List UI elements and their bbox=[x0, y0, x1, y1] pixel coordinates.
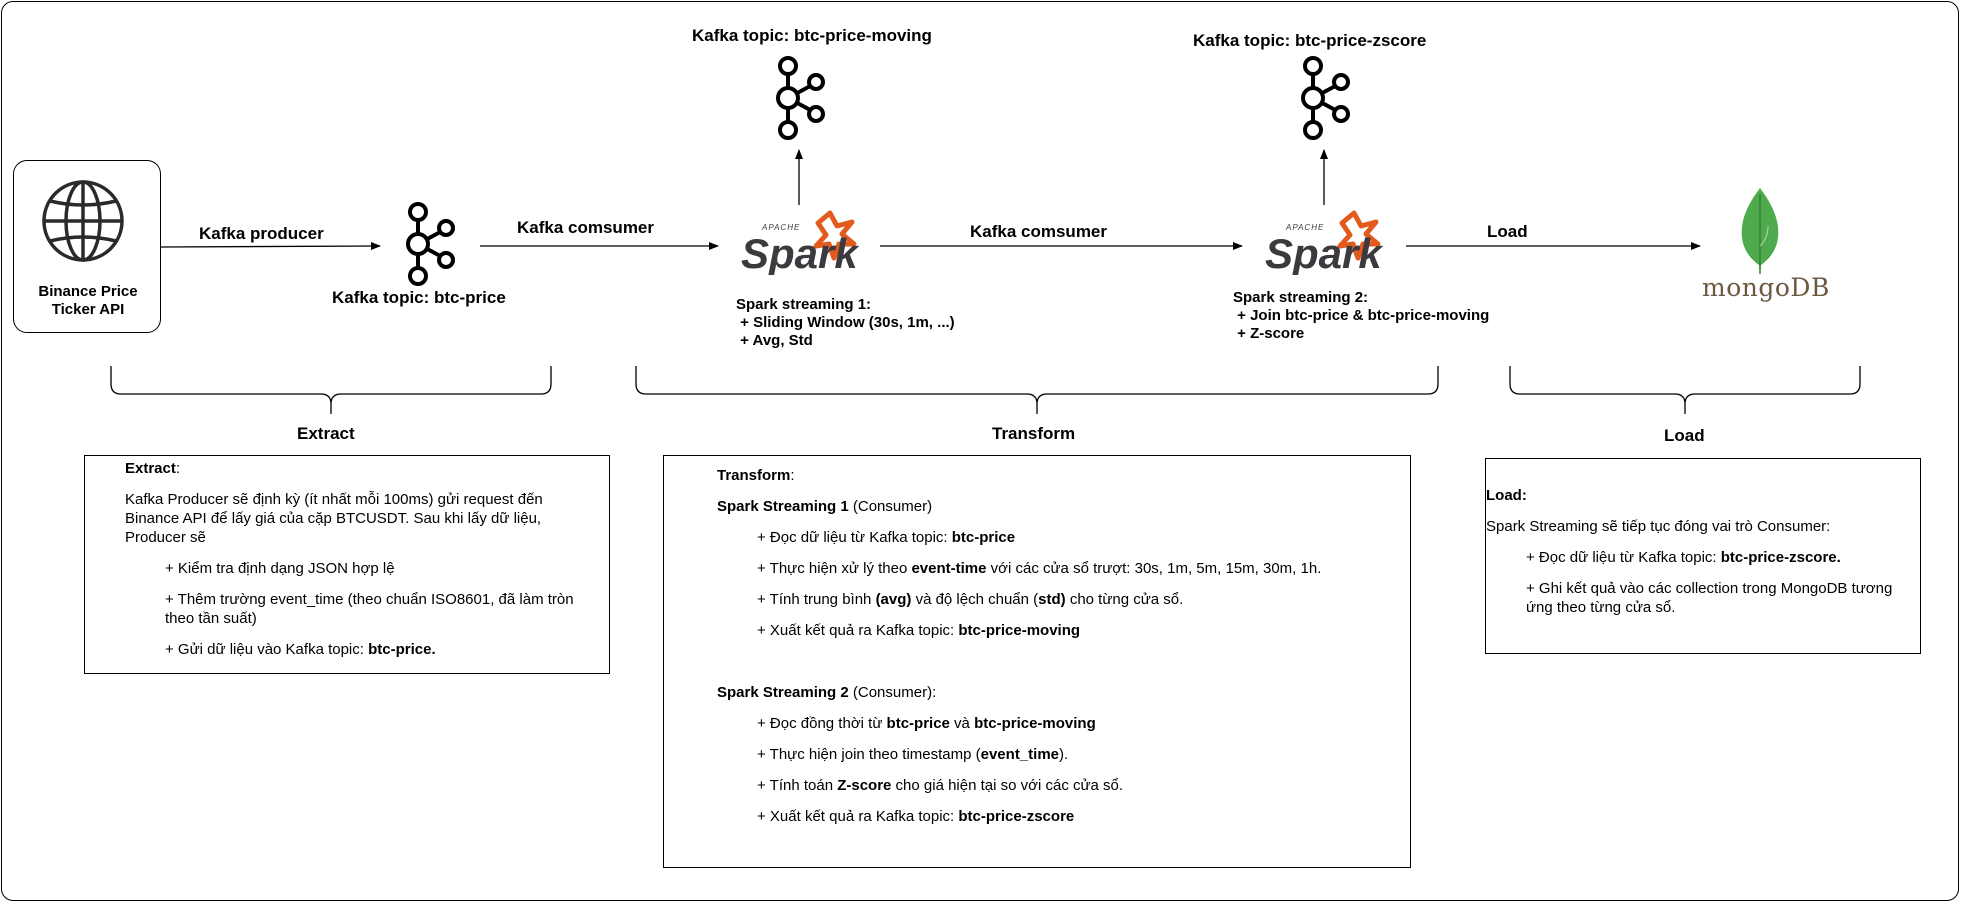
transform-panel: Transform: Spark Streaming 1 (Consumer) … bbox=[663, 455, 1411, 868]
kafka-icon-zscore bbox=[1301, 56, 1350, 140]
edge-label-load: Load bbox=[1487, 222, 1528, 241]
transform-s1-item-4: + Xuất kết quả ra Kafka topic: btc-price… bbox=[757, 622, 1081, 639]
load-item-1: + Đọc dữ liệu từ Kafka topic: btc-price-… bbox=[1526, 549, 1841, 566]
extract-panel: Extract: Kafka Producer sẽ định kỳ (ít n… bbox=[84, 455, 610, 674]
edge-label-producer: Kafka producer bbox=[199, 224, 324, 243]
brace-load bbox=[1509, 366, 1861, 414]
svg-text:Spark: Spark bbox=[1265, 230, 1384, 275]
extract-intro: Kafka Producer sẽ định kỳ (ít nhất mỗi 1… bbox=[125, 491, 543, 546]
mongodb-leaf-icon bbox=[1741, 188, 1779, 276]
kafka-icon-price bbox=[406, 202, 455, 286]
svg-text:Spark: Spark bbox=[741, 230, 860, 275]
kafka-icon-moving bbox=[776, 56, 825, 140]
binance-api-node: Binance Price Ticker API bbox=[13, 160, 161, 333]
svg-text:APACHE: APACHE bbox=[1285, 223, 1324, 232]
transform-s2-item-3: + Tính toán Z-score cho giá hiện tại so … bbox=[757, 777, 1124, 794]
brace-extract bbox=[110, 366, 552, 414]
transform-s2-item-2: + Thực hiện join theo timestamp (event_t… bbox=[757, 746, 1069, 763]
svg-text:APACHE: APACHE bbox=[761, 223, 800, 232]
topic-label-zscore: Kafka topic: btc-price-zscore bbox=[1193, 31, 1427, 50]
transform-s2-title: Spark Streaming 2 (Consumer): bbox=[717, 684, 937, 701]
transform-s1-item-1: + Đọc dữ liệu từ Kafka topic: btc-price bbox=[757, 529, 1016, 546]
transform-s1-item-3: + Tính trung bình (avg) và độ lệch chuẩn… bbox=[757, 591, 1184, 608]
load-intro: Spark Streaming sẽ tiếp tục đóng vai trò… bbox=[1486, 518, 1831, 535]
mongodb-logo-text: mongoDB bbox=[1702, 273, 1830, 302]
spark-logo-1: APACHE Spark bbox=[741, 210, 860, 275]
brace-transform bbox=[635, 366, 1439, 414]
transform-s2-item-1: + Đọc đồng thời từ btc-price và btc-pric… bbox=[757, 715, 1096, 732]
transform-s1-title: Spark Streaming 1 (Consumer) bbox=[717, 498, 933, 515]
transform-s2-item-4: + Xuất kết quả ra Kafka topic: btc-price… bbox=[757, 808, 1075, 825]
phase-label-load: Load bbox=[1664, 426, 1705, 445]
edge-label-consumer-2: Kafka comsumer bbox=[970, 222, 1108, 241]
extract-item-3: + Gửi dữ liệu vào Kafka topic: btc-price… bbox=[165, 641, 436, 658]
load-panel: Load: Spark Streaming sẽ tiếp tục đóng v… bbox=[1485, 458, 1921, 654]
topic-label-moving: Kafka topic: btc-price-moving bbox=[692, 26, 932, 45]
phase-label-transform: Transform bbox=[992, 424, 1076, 443]
spark-logo-2: APACHE Spark bbox=[1265, 210, 1384, 275]
spark1-caption: Spark streaming 1: + Sliding Window (30s… bbox=[736, 296, 955, 349]
edge-label-consumer-1: Kafka comsumer bbox=[517, 218, 655, 237]
spark2-caption: Spark streaming 2: + Join btc-price & bt… bbox=[1233, 289, 1490, 342]
load-item-2: + Ghi kết quả vào các collection trong M… bbox=[1526, 580, 1893, 616]
binance-api-title: Binance Price Ticker API bbox=[38, 283, 138, 318]
extract-item-1: + Kiểm tra định dạng JSON hợp lệ bbox=[165, 560, 395, 577]
arrow-api-to-kafka bbox=[160, 242, 381, 251]
phase-label-extract: Extract bbox=[297, 424, 355, 443]
load-heading: Load: bbox=[1486, 487, 1527, 504]
extract-item-2: + Thêm trường event_time (theo chuẩn ISO… bbox=[165, 591, 574, 627]
transform-s1-item-2: + Thực hiện xử lý theo event-time với cá… bbox=[757, 560, 1322, 577]
globe-icon bbox=[42, 180, 124, 262]
topic-label-price: Kafka topic: btc-price bbox=[332, 288, 506, 307]
